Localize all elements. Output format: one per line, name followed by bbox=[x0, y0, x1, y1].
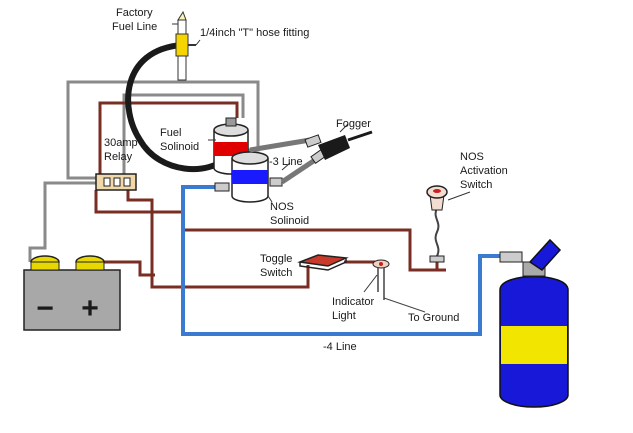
relay bbox=[95, 173, 137, 191]
battery-plus-symbol: + bbox=[81, 292, 99, 325]
indicator-light-bulb bbox=[379, 262, 383, 266]
battery: − + bbox=[23, 255, 121, 331]
relay-solenoid-gray-wire-inner bbox=[122, 93, 245, 175]
nos-solenoid-cap bbox=[231, 151, 269, 165]
label-fuel: Fuel bbox=[160, 127, 181, 139]
activation-switch-coil bbox=[434, 207, 440, 257]
toggle-switch-base bbox=[299, 258, 347, 271]
label-nos-solinoid: Solinoid bbox=[270, 215, 309, 227]
label-fuel-line: Fuel Line bbox=[112, 21, 157, 33]
label-toggle-switch: Switch bbox=[260, 267, 292, 279]
activation-switch-center bbox=[433, 189, 441, 193]
nos-bottle bbox=[499, 238, 569, 408]
activation-switch-leader bbox=[447, 191, 471, 201]
label-activation: Activation bbox=[460, 165, 508, 177]
label-nos: NOS bbox=[270, 201, 294, 213]
blue-four-line bbox=[181, 185, 500, 336]
label-indicator: Indicator bbox=[332, 296, 375, 308]
battery-body bbox=[23, 269, 121, 331]
battery-positive-wire bbox=[98, 260, 155, 277]
four-line-hose bbox=[181, 185, 500, 336]
nos-three-line bbox=[280, 155, 320, 185]
toggle-switch bbox=[297, 254, 349, 271]
t-fitting-leader bbox=[195, 39, 201, 46]
label-fuel-solinoid: Solinoid bbox=[160, 141, 199, 153]
indicator-light-leader bbox=[363, 274, 378, 293]
label-indicator-light: Light bbox=[332, 310, 356, 322]
nos-solenoid-outlet bbox=[269, 177, 283, 187]
label-activation-switch: Switch bbox=[460, 179, 492, 191]
bottle-band bbox=[501, 326, 567, 364]
red-wires bbox=[94, 101, 446, 289]
relay-pin-2 bbox=[113, 177, 121, 187]
nos-solenoid-leader bbox=[267, 195, 273, 203]
fogger-fuel-fitting bbox=[304, 134, 322, 148]
fuel-three-line bbox=[249, 137, 311, 153]
battery-positive-post bbox=[75, 261, 105, 271]
label-factory: Factory bbox=[116, 7, 153, 19]
fuel-line-hose bbox=[125, 42, 228, 172]
fogger-leader bbox=[339, 123, 349, 133]
label-30amp: 30amp bbox=[104, 137, 138, 149]
factory-fuel-line bbox=[125, 10, 228, 172]
nos-solenoid-band bbox=[232, 170, 268, 184]
nos-solenoid bbox=[214, 151, 283, 203]
battery-negative-post bbox=[30, 261, 60, 271]
label-four-line: -4 Line bbox=[323, 341, 357, 353]
relay-pin-1 bbox=[103, 177, 111, 187]
three-line-leader bbox=[281, 162, 291, 171]
label-three-line: -3 Line bbox=[269, 156, 303, 168]
bottle-outlet-fitting bbox=[499, 251, 523, 263]
fogger-nozzle bbox=[347, 130, 373, 142]
ground-leader bbox=[383, 297, 426, 313]
t-fitting bbox=[175, 33, 189, 57]
relay-pin-3 bbox=[123, 177, 131, 187]
battery-minus-symbol: − bbox=[36, 292, 54, 325]
relay-battery-gray-wire bbox=[28, 181, 96, 262]
label-to-ground: To Ground bbox=[408, 312, 459, 324]
indicator-light-leads bbox=[377, 268, 385, 300]
label-relay: Relay bbox=[104, 151, 133, 163]
label-activation-nos: NOS bbox=[460, 151, 484, 163]
relay-fuel-solenoid-wire bbox=[98, 101, 239, 190]
nos-solenoid-inlet bbox=[214, 182, 230, 192]
label-t-fitting: 1/4inch "T" hose fitting bbox=[200, 27, 309, 39]
relay-toggle-wire bbox=[126, 190, 310, 289]
activation-switch-base bbox=[429, 255, 445, 263]
fogger-body bbox=[318, 135, 350, 160]
leader-lines bbox=[172, 23, 471, 293]
fogger bbox=[304, 130, 373, 164]
bottle-handle bbox=[528, 238, 562, 271]
three-lines bbox=[249, 137, 320, 185]
labels: Factory Fuel Line 1/4inch "T" hose fitti… bbox=[104, 7, 508, 353]
label-fogger: Fogger bbox=[336, 118, 371, 130]
indicator-light bbox=[372, 259, 426, 313]
nos-activation-switch bbox=[426, 185, 448, 263]
fuel-solenoid-post bbox=[225, 117, 237, 127]
fuel-line-top bbox=[177, 10, 187, 21]
label-toggle: Toggle bbox=[260, 253, 292, 265]
